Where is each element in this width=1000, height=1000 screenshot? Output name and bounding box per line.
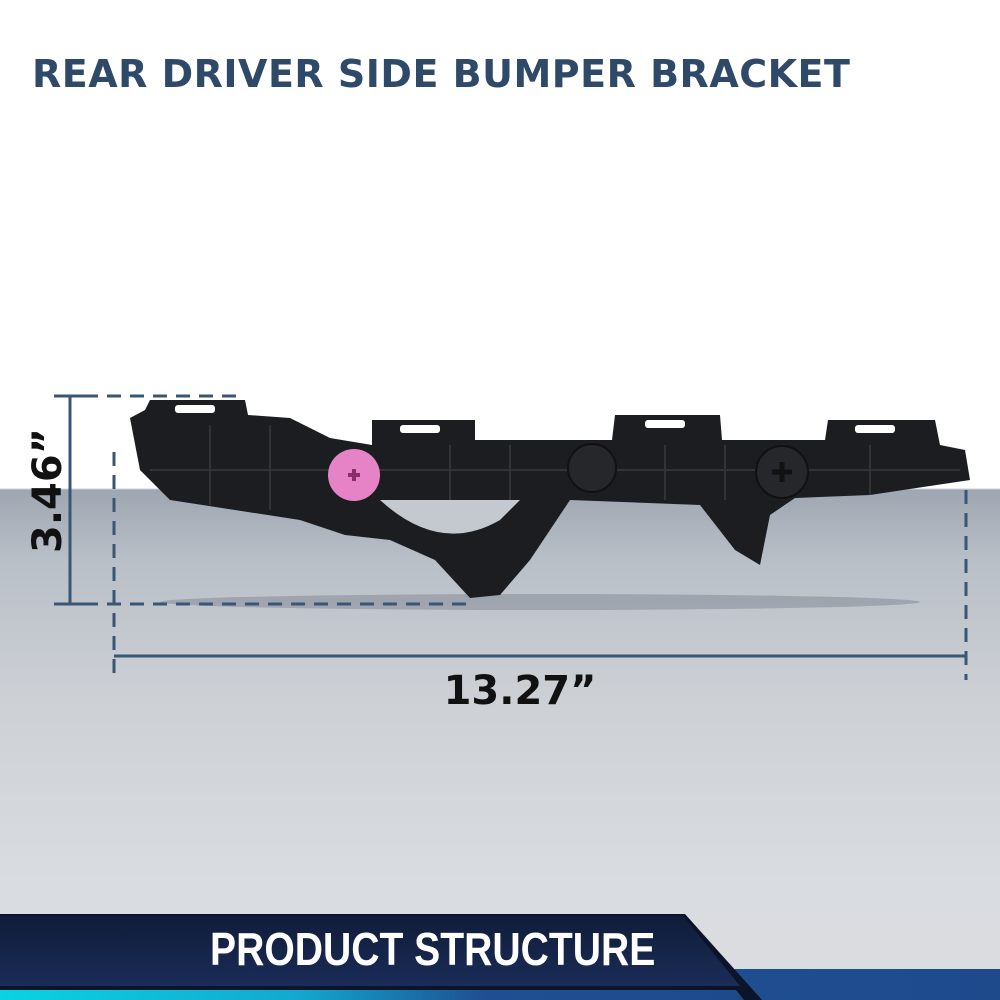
width-dimension-line: [112, 452, 968, 680]
width-dimension-label: 13.27”: [443, 668, 597, 714]
bumper-bracket-image: [130, 400, 970, 610]
height-dimension-line: [54, 394, 470, 606]
height-dimension-label: 3.46”: [25, 428, 71, 553]
pink-clip-icon: [328, 449, 380, 501]
banner-label: PRODUCT STRUCTURE: [210, 923, 656, 975]
page-title: REAR DRIVER SIDE BUMPER BRACKET: [32, 52, 851, 96]
product-structure-banner: [0, 914, 1000, 1000]
